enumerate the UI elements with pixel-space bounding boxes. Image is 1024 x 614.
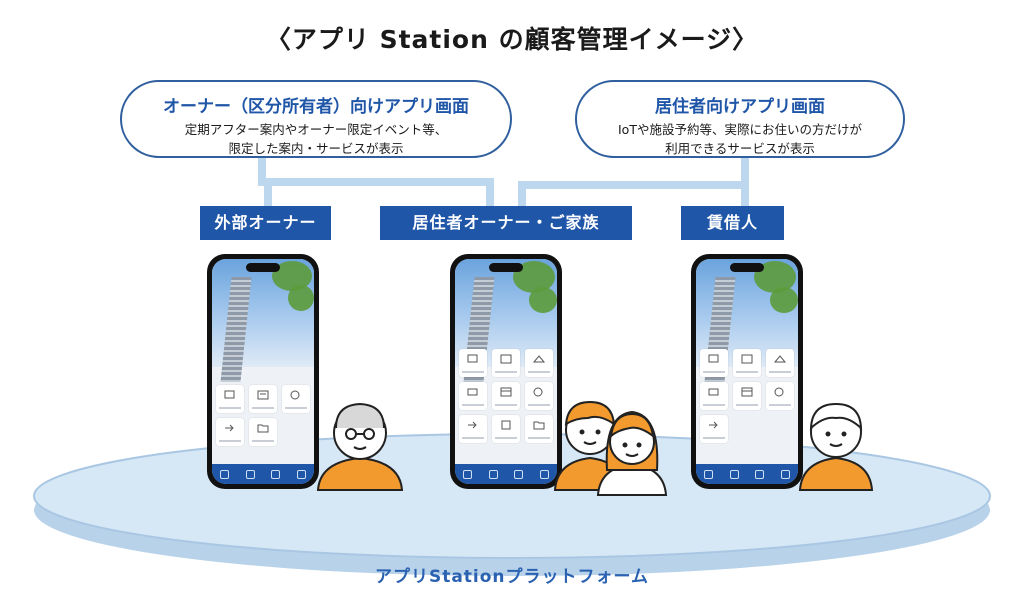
- app-screen: [212, 259, 314, 484]
- app-menu-tile: [459, 382, 487, 410]
- app-menu-grid: [459, 349, 553, 443]
- app-menu-tile: [525, 415, 553, 443]
- resident-bubble-line2: 利用できるサービスが表示: [665, 141, 815, 156]
- app-menu-tile: [249, 418, 277, 446]
- owner-bubble-line1: 定期アフター案内やオーナー限定イベント等、: [184, 122, 448, 137]
- app-menu-tile: [216, 385, 244, 413]
- tag-tenant: 賃借人: [681, 206, 784, 240]
- platform-label: アプリStationプラットフォーム: [374, 567, 650, 587]
- app-screen: [696, 259, 798, 484]
- app-menu-tile: [459, 415, 487, 443]
- resident-bubble-line1: IoTや施設予約等、実際にお住いの方だけが: [618, 122, 862, 137]
- app-menu-tile: [492, 382, 520, 410]
- app-screen: [455, 259, 557, 484]
- app-menu-grid: [700, 349, 794, 443]
- phone-notch: [489, 263, 523, 272]
- person-young-woman-icon: [596, 410, 668, 496]
- page-title: 〈アプリ Station の顧客管理イメージ〉: [265, 25, 759, 54]
- phone-notch: [730, 263, 764, 272]
- resident-app-bubble: 居住者向けアプリ画面 IoTや施設予約等、実際にお住いの方だけが 利用できるサー…: [575, 80, 905, 158]
- smartphone-resident-family: [450, 254, 562, 489]
- owner-bubble-heading: オーナー（区分所有者）向けアプリ画面: [163, 97, 469, 117]
- app-menu-tile: [700, 415, 728, 443]
- tag-external-owner: 外部オーナー: [200, 206, 331, 240]
- person-tenant-icon: [798, 402, 874, 491]
- app-menu-tile: [492, 349, 520, 377]
- tree-leaves: [529, 287, 557, 313]
- phone-notch: [246, 263, 280, 272]
- app-menu-tile: [733, 382, 761, 410]
- app-bottom-nav: [455, 464, 557, 484]
- app-menu-tile: [249, 385, 277, 413]
- tree-leaves: [288, 285, 314, 311]
- app-menu-tile: [700, 349, 728, 377]
- smartphone-tenant: [691, 254, 803, 489]
- app-menu-tile: [525, 349, 553, 377]
- app-menu-tile: [216, 418, 244, 446]
- app-menu-grid: [216, 385, 310, 446]
- app-menu-tile: [525, 382, 553, 410]
- app-menu-tile: [459, 349, 487, 377]
- app-menu-tile: [766, 349, 794, 377]
- app-bottom-nav: [696, 464, 798, 484]
- resident-bubble-heading: 居住者向けアプリ画面: [655, 97, 825, 117]
- owner-app-bubble: オーナー（区分所有者）向けアプリ画面 定期アフター案内やオーナー限定イベント等、…: [120, 80, 512, 158]
- tag-resident-family: 居住者オーナー・ご家族: [380, 206, 632, 240]
- owner-bubble-line2: 限定した案内・サービスが表示: [228, 141, 404, 156]
- tree-leaves: [770, 287, 798, 313]
- app-menu-tile: [766, 382, 794, 410]
- app-menu-tile: [492, 415, 520, 443]
- app-bottom-nav: [212, 464, 314, 484]
- app-menu-tile: [733, 349, 761, 377]
- app-menu-tile: [700, 382, 728, 410]
- smartphone-external-owner: [207, 254, 319, 489]
- app-menu-tile: [282, 385, 310, 413]
- person-elderly-man-icon: [316, 402, 404, 491]
